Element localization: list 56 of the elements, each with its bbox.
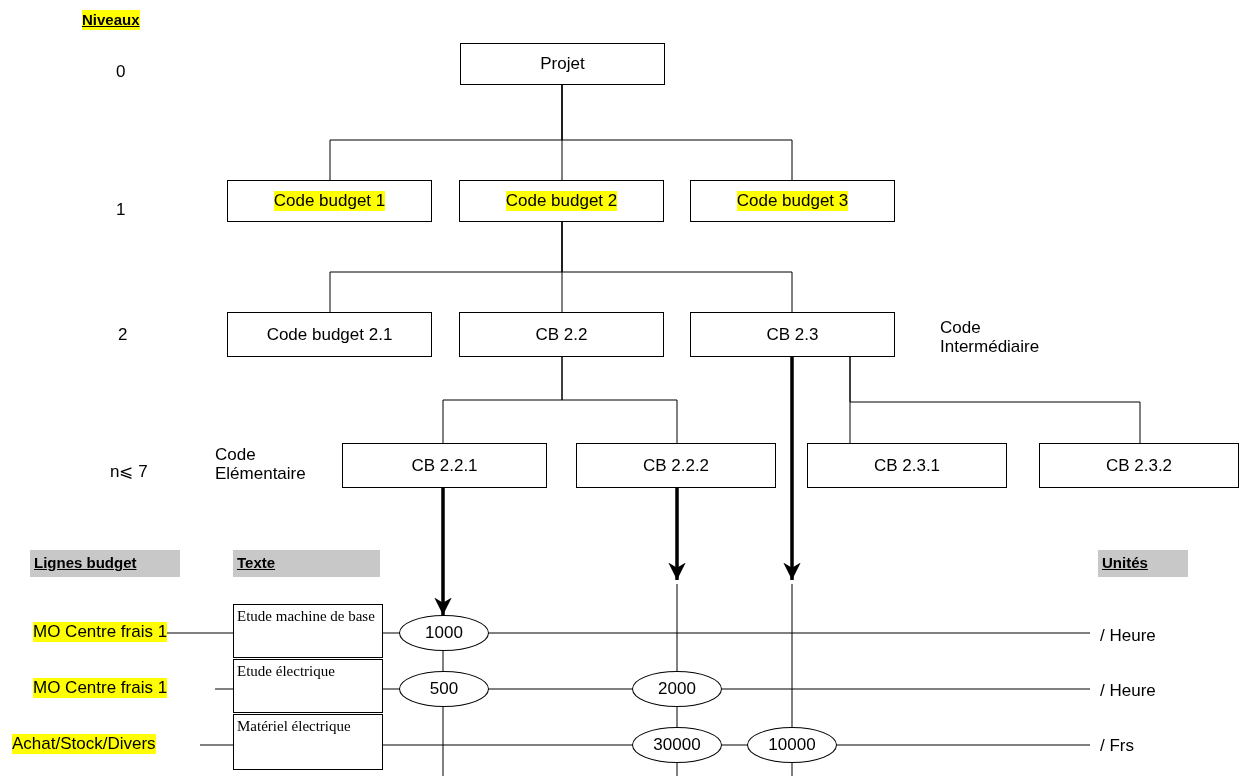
- connector-line: [561, 221, 793, 313]
- node-text: 2000: [658, 679, 696, 699]
- column-header: Texte: [233, 550, 380, 577]
- node-text: CB 2.3.1: [873, 455, 941, 476]
- node-text: Etude électrique: [237, 662, 335, 681]
- process-box: [690, 312, 895, 357]
- arrow: [668, 488, 686, 580]
- connector-line: [561, 84, 793, 181]
- node-text: CB 2.2.1: [411, 455, 478, 476]
- row-label: MO Centre frais 1: [33, 678, 168, 698]
- node-text: Code budget 2.1: [266, 324, 393, 345]
- process-box: [227, 180, 432, 222]
- column-header: Lignes budget: [30, 550, 180, 577]
- process-box: [807, 443, 1007, 488]
- text-cell: [233, 604, 383, 658]
- highlighted-text: Code budget 1: [273, 191, 386, 211]
- node-text: Projet: [540, 54, 585, 74]
- highlighted-text: Code budget 2: [505, 191, 618, 211]
- connector-line: [849, 356, 1141, 444]
- process-box: [459, 180, 664, 222]
- level-label: n⩽ 7: [110, 462, 148, 482]
- level-label: / Frs: [1100, 736, 1134, 756]
- arrow: [434, 488, 452, 615]
- node-text: 10000: [768, 735, 816, 755]
- row-label: MO Centre frais 1: [33, 622, 168, 642]
- node-text: CB 2.2.2: [642, 455, 710, 476]
- level-label: 2: [118, 325, 128, 345]
- process-box: [1039, 443, 1239, 488]
- text-cell: [233, 659, 383, 713]
- process-box: [342, 443, 547, 488]
- level-label: 1: [116, 200, 126, 220]
- level-label: Niveaux: [82, 10, 140, 30]
- node-text: CB 2.2: [535, 324, 588, 345]
- node-text: 30000: [653, 735, 701, 755]
- node-text: 1000: [425, 623, 463, 643]
- row-label: Achat/Stock/Divers: [12, 734, 156, 754]
- level-label: / Heure: [1100, 681, 1156, 701]
- node-text: Etude machine de base: [237, 607, 375, 626]
- process-box: [227, 312, 432, 357]
- node-text: CB 2.3: [766, 324, 819, 345]
- level-label: 0: [116, 62, 126, 82]
- node-text: 500: [429, 679, 459, 699]
- process-box: [460, 43, 665, 85]
- arrow: [783, 357, 801, 580]
- node-caption: Code Intermédiaire: [940, 318, 1041, 356]
- process-box: [459, 312, 664, 357]
- node-text: Matériel électrique: [237, 717, 351, 736]
- highlighted-text: Code budget 3: [736, 191, 849, 211]
- node-text: CB 2.3.2: [1105, 455, 1173, 476]
- connector-line: [561, 356, 678, 444]
- level-label: / Heure: [1100, 626, 1156, 646]
- process-box: [690, 180, 895, 222]
- process-box: [576, 443, 776, 488]
- text-cell: [233, 714, 383, 770]
- node-caption: Code Elémentaire: [215, 445, 307, 483]
- column-header: Unités: [1098, 550, 1188, 577]
